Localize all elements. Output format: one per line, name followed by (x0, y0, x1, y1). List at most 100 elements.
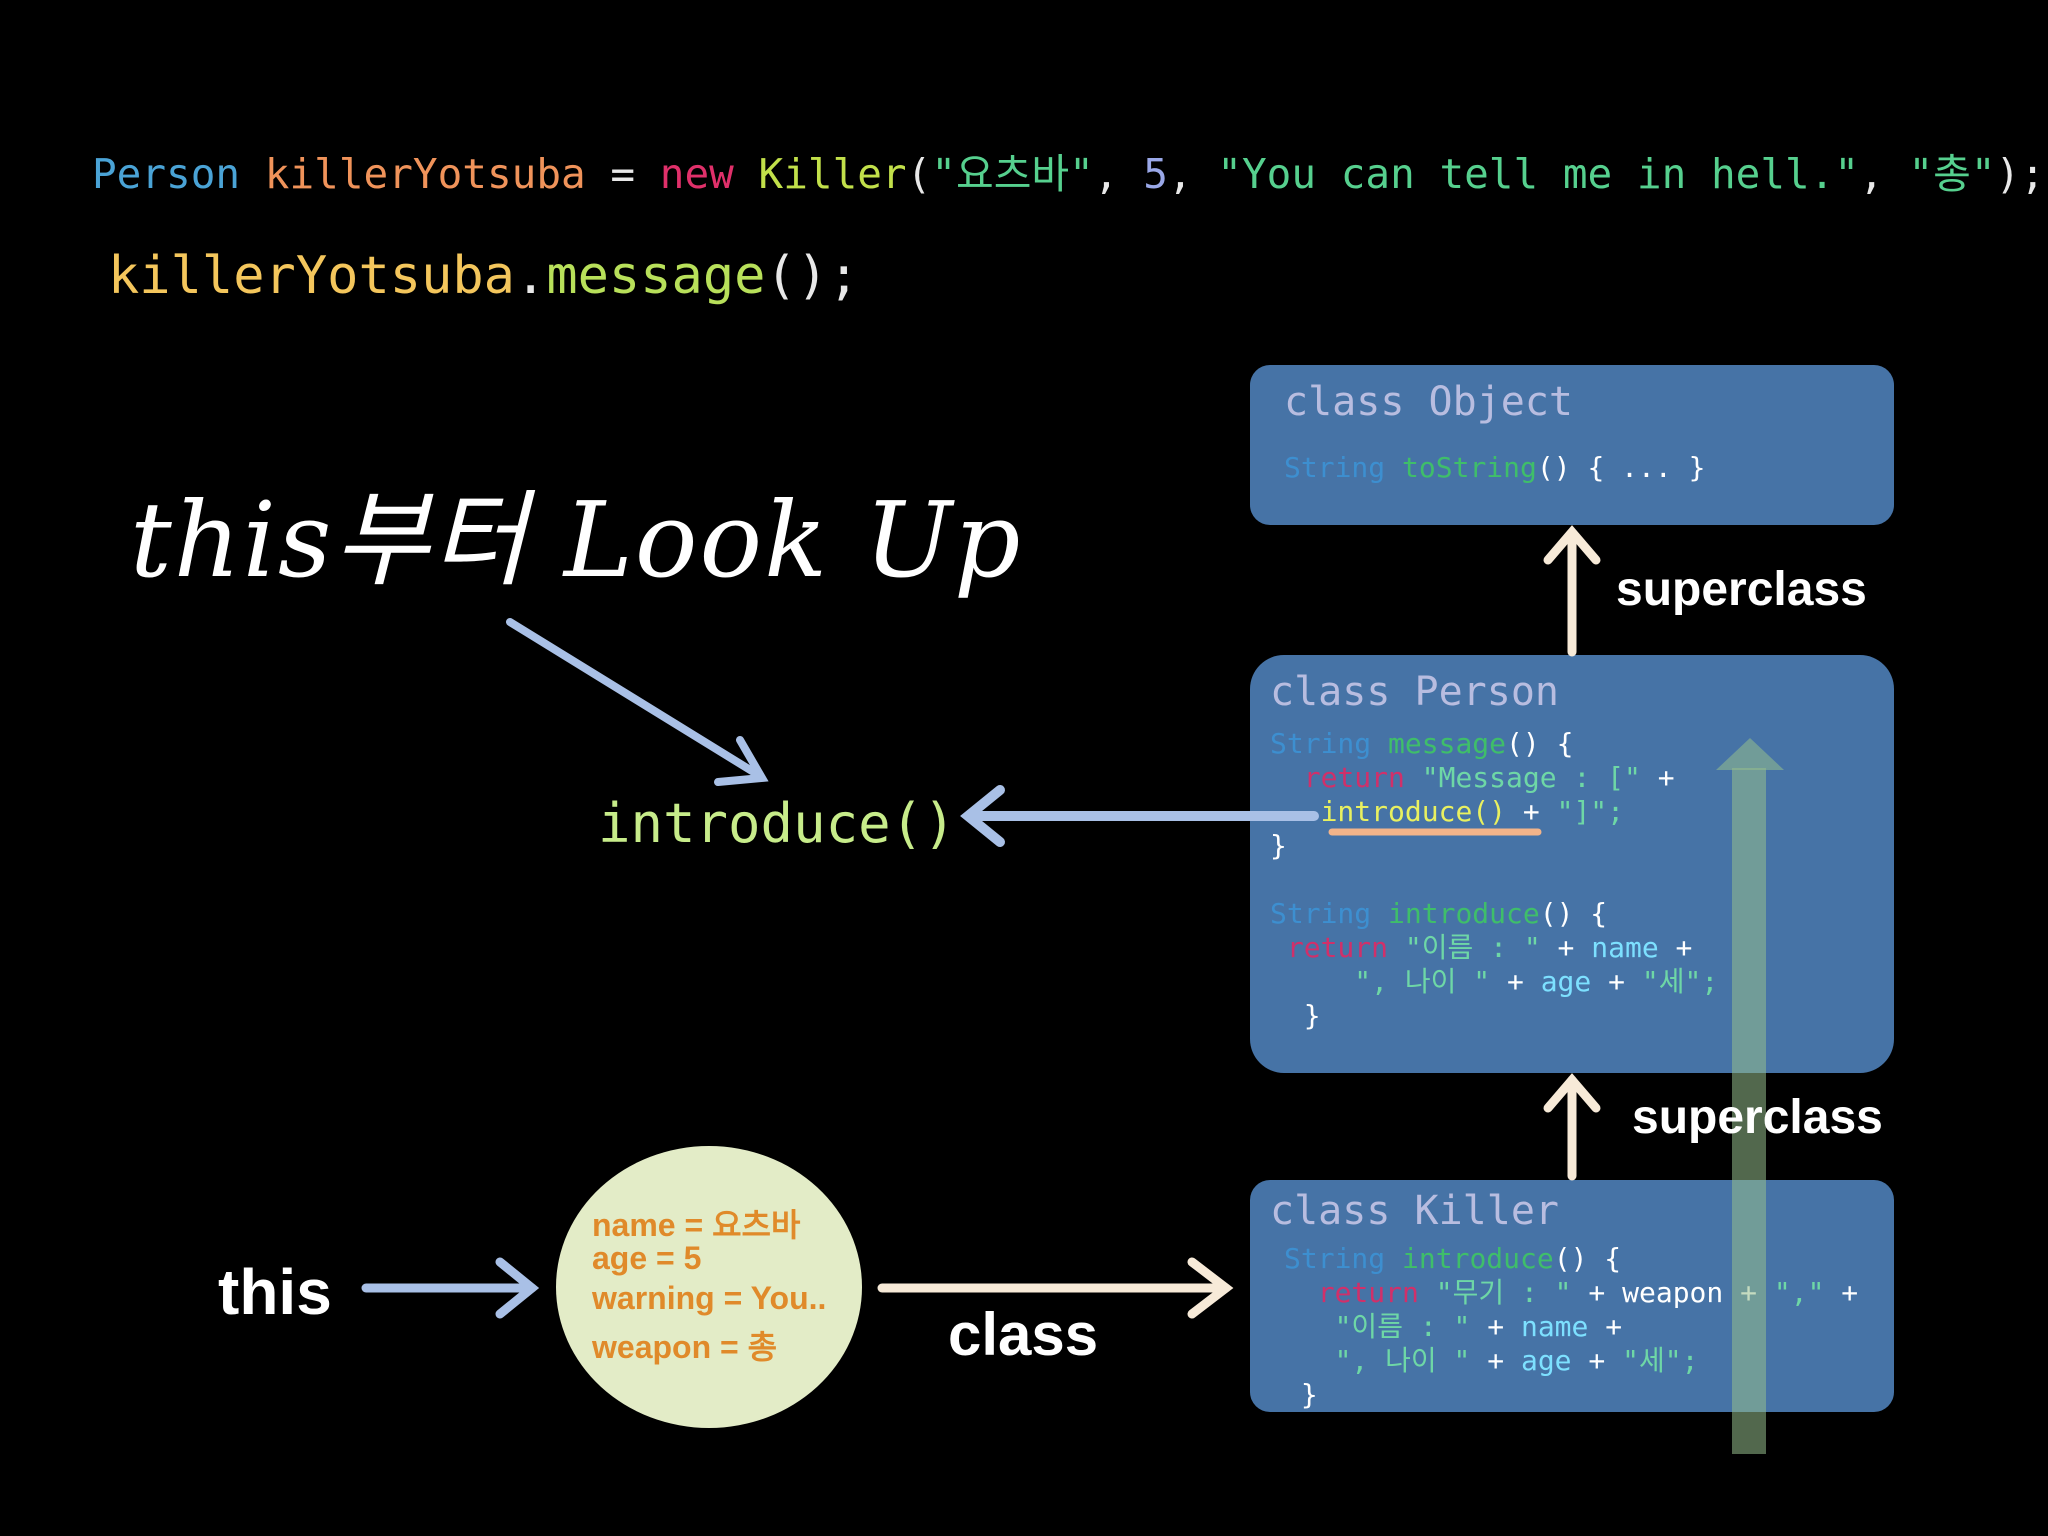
field-key: age (592, 1240, 648, 1276)
handwritten-note: this부터 Look Up (130, 479, 1023, 601)
kw-return: return (1303, 761, 1405, 794)
class-killer-title: class Killer (1270, 1188, 1559, 1234)
str-comma: "," (1773, 1276, 1825, 1309)
class-object-box: class Object String toString() { ... } (1250, 365, 1894, 525)
arg-weapon: "총" (1908, 150, 1996, 198)
var-killer-yotsuba: killerYotsuba (108, 246, 515, 306)
arg-name: "요츠바" (931, 150, 1094, 198)
plus: + (1490, 965, 1541, 998)
call-end: (); (765, 246, 860, 306)
field-name: name (1591, 931, 1659, 964)
field-age: age (1540, 965, 1592, 998)
kw-return: return (1286, 931, 1389, 964)
field-value: 요츠바 (712, 1207, 801, 1243)
person-introduce-method: String introduce() { return "이름 : " + na… (1270, 897, 1718, 1033)
kw-new: new (659, 150, 734, 198)
str-weapon-label: "무기 : " (1435, 1276, 1572, 1309)
field-key: weapon (592, 1329, 712, 1365)
field-value: You.. (750, 1280, 827, 1316)
plus: + (1470, 1344, 1521, 1377)
field-row-warning: warning = You.. (592, 1280, 826, 1317)
class-arrow (877, 1257, 1234, 1319)
plus: + (1824, 1276, 1859, 1309)
arg-age: 5 (1143, 150, 1168, 198)
type-string: String (1270, 897, 1372, 930)
fn-body: () { ... } (1536, 451, 1706, 484)
field-key: warning (592, 1280, 715, 1316)
str-age-label: ", 나이 " (1334, 1344, 1471, 1377)
field-key: name (592, 1207, 676, 1243)
field-eq: = (714, 1280, 751, 1316)
superclass-arrow-bottom (1543, 1073, 1601, 1181)
superclass-label-bottom: superclass (1632, 1091, 1883, 1144)
var-killer-yotsuba: killerYotsuba (264, 150, 586, 198)
this-label: this (218, 1256, 332, 1328)
fn-tostring: toString (1402, 451, 1537, 484)
field-eq: = (675, 1207, 713, 1243)
field-row-name: name = 요츠바 (592, 1200, 800, 1246)
brace-close: } (1270, 829, 1287, 862)
field-weapon: weapon (1622, 1276, 1724, 1309)
field-eq: = (711, 1329, 748, 1365)
class-killer: Killer (758, 150, 907, 198)
field-eq: = (647, 1240, 684, 1276)
class-label: class (948, 1301, 1099, 1368)
call-introduce: introduce() (1320, 795, 1507, 828)
object-tostring-line: String toString() { ... } (1284, 451, 1705, 485)
superclass-arrow-top (1543, 525, 1601, 657)
brace-open: () { (1506, 727, 1574, 760)
paren-open: ( (906, 150, 932, 198)
fn-message: message (1388, 727, 1507, 760)
plus: + (1540, 931, 1592, 964)
class-person-title: class Person (1270, 669, 1559, 715)
arg-warning: "You can tell me in hell." (1217, 150, 1860, 198)
type-string: String (1284, 451, 1386, 484)
brace-open: () { (1553, 1242, 1622, 1275)
code-line-constructor: Person killerYotsuba = new Killer("요츠바",… (92, 140, 2045, 200)
lookup-upward-bar (1732, 768, 1766, 1454)
comma: , (1167, 150, 1218, 198)
comma: , (1093, 150, 1144, 198)
method-message: message (546, 246, 766, 306)
resolve-arrow-left (960, 785, 1319, 847)
person-message-method: String message() { return "Message : [" … (1270, 727, 1675, 863)
instance-object-circle: name = 요츠바 age = 5 warning = You.. weapo… (556, 1146, 862, 1428)
superclass-label-top: superclass (1616, 563, 1867, 616)
paren-close: ); (1995, 150, 2045, 198)
lookup-arrow-diagonal (506, 618, 769, 786)
type-string: String (1284, 1242, 1386, 1275)
type-string: String (1270, 727, 1372, 760)
fn-introduce: introduce (1388, 897, 1540, 930)
plus: + (1571, 1276, 1623, 1309)
field-row-weapon: weapon = 총 (592, 1322, 777, 1368)
introduce-call-label: introduce() (598, 792, 956, 855)
brace-open: () { (1539, 897, 1608, 930)
this-arrow (361, 1257, 540, 1319)
str-name-label: "이름 : " (1404, 931, 1541, 964)
assign-op: = (585, 150, 660, 198)
str-name-label: "이름 : " (1334, 1310, 1471, 1343)
type-person: Person (92, 150, 241, 198)
class-person-box: class Person String message() { return "… (1250, 655, 1894, 1073)
field-age: age (1520, 1344, 1572, 1377)
str-message: "Message : [" (1421, 761, 1641, 794)
plus: + (1571, 1344, 1623, 1377)
field-value: 5 (683, 1240, 702, 1276)
str-age-label: ", 나이 " (1354, 965, 1491, 998)
comma: , (1859, 150, 1909, 198)
fn-introduce: introduce (1402, 1242, 1554, 1275)
kw-return: return (1317, 1276, 1419, 1309)
plus: + (1588, 1310, 1623, 1343)
dot: . (515, 246, 547, 306)
brace-close: } (1300, 1378, 1318, 1411)
brace-close: } (1303, 999, 1321, 1032)
str-unit: "세"; (1641, 965, 1719, 998)
plus: + (1470, 1310, 1521, 1343)
plus: + (1506, 795, 1557, 828)
plus: + (1658, 931, 1693, 964)
plus: + (1640, 761, 1675, 794)
field-row-age: age = 5 (592, 1240, 701, 1277)
str-close-bracket: "]"; (1556, 795, 1625, 828)
code-line-message-call: killerYotsuba.message(); (108, 246, 859, 306)
